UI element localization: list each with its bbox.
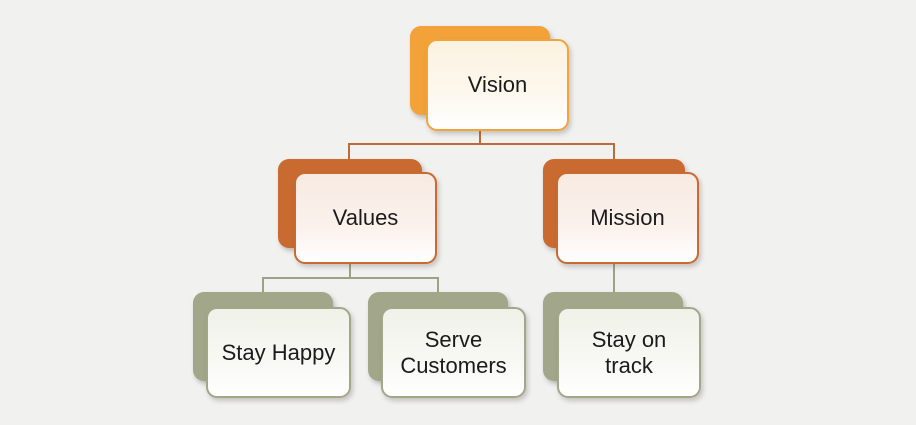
connector-vision-crossbar bbox=[348, 143, 615, 145]
node-serve-customers-label: Serve Customers bbox=[400, 327, 507, 378]
node-values: Values bbox=[294, 172, 437, 264]
connector-drop-serve-customers bbox=[437, 277, 439, 294]
connector-drop-values bbox=[348, 143, 350, 161]
node-stay-happy-label: Stay Happy bbox=[221, 339, 336, 365]
connector-drop-mission bbox=[613, 143, 615, 161]
node-vision-label: Vision bbox=[467, 72, 528, 98]
connector-mission-to-stay-on-track bbox=[613, 250, 615, 296]
node-stay-on-track-label: Stay on track bbox=[591, 327, 667, 378]
connector-drop-stay-happy bbox=[262, 277, 264, 294]
node-stay-happy: Stay Happy bbox=[206, 307, 351, 398]
node-vision: Vision bbox=[426, 39, 569, 131]
connector-values-trunk bbox=[349, 250, 351, 278]
node-mission-label: Mission bbox=[590, 205, 665, 231]
node-values-label: Values bbox=[332, 205, 399, 231]
node-stay-on-track: Stay on track bbox=[557, 307, 701, 398]
node-serve-customers: Serve Customers bbox=[381, 307, 526, 398]
node-mission: Mission bbox=[556, 172, 699, 264]
connector-values-crossbar bbox=[262, 277, 439, 279]
